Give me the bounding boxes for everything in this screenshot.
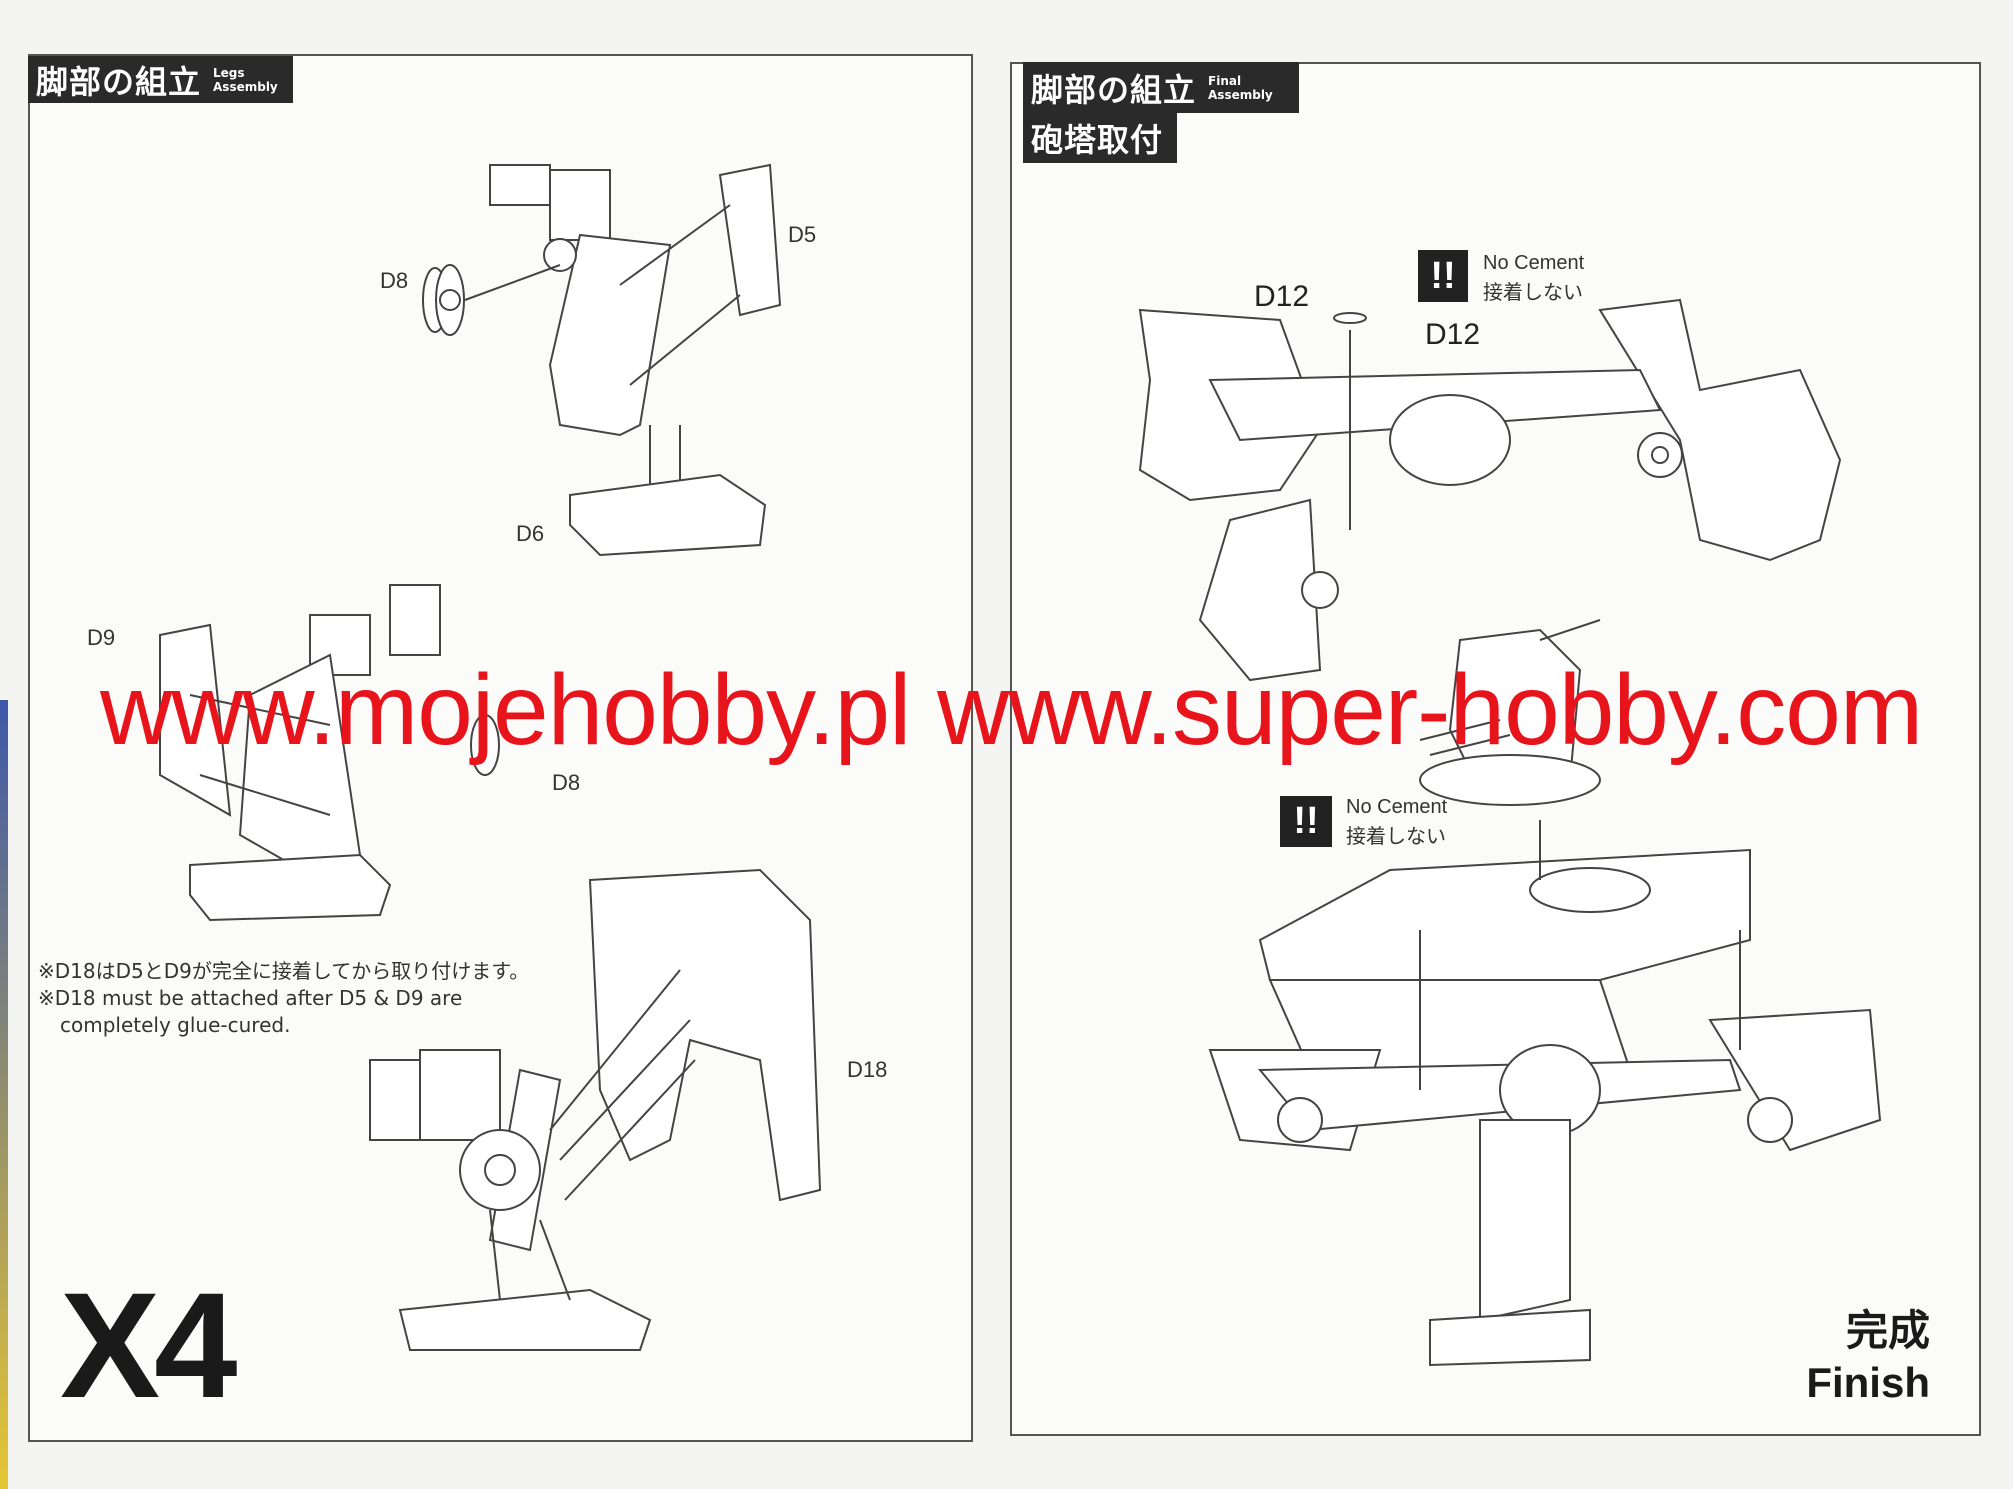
note-en: ※D18 must be attached after D5 & D9 are — [38, 986, 463, 1010]
leg-diagram-middle — [159, 584, 500, 922]
leg-diagram-top — [422, 163, 782, 557]
legs-frame-diagram — [1138, 298, 1842, 682]
part-label-d6: D6 — [516, 521, 545, 546]
title-en-line: Assembly — [213, 79, 278, 94]
no-cement-warning-icon: !! — [1280, 796, 1332, 847]
part-label-d18: D18 — [847, 1057, 888, 1082]
leg-diagram-bottom — [369, 868, 822, 1351]
note-en-cont: completely glue-cured. — [60, 1013, 291, 1037]
warning-en: No Cement — [1346, 796, 1448, 818]
warning-en: No Cement — [1483, 252, 1585, 274]
note-jp: ※D18はD5とD9が完全に接着してから取り付けます。 — [38, 959, 530, 983]
quantity-label: X4 — [60, 1261, 238, 1429]
title-en-line: Assembly — [1208, 87, 1273, 102]
watermark: www.mojehobby.pl www.super-hobby.com — [100, 654, 1923, 766]
part-label-d8: D8 — [380, 268, 409, 293]
part-label-d12: D12 — [1425, 318, 1481, 351]
finish-jp: 完成 — [1845, 1306, 1930, 1355]
binding-strip — [0, 700, 8, 1489]
warning-jp: 接着しない — [1483, 282, 1583, 304]
title-jp: 脚部の組立 — [36, 62, 202, 101]
finish-en: Finish — [1806, 1359, 1930, 1406]
assembly-note: ※D18はD5とD9が完全に接着してから取り付けます。 ※D18 must be… — [38, 958, 529, 1039]
no-cement-warning: No Cement 接着しない — [1483, 248, 1584, 308]
right-page-subtitle: 砲塔取付 — [1023, 113, 1177, 163]
part-label-d12: D12 — [1254, 280, 1310, 313]
part-label-d8: D8 — [552, 770, 581, 795]
title-en-line: Legs — [213, 65, 245, 80]
part-label-d5: D5 — [788, 222, 817, 247]
title-jp: 脚部の組立 — [1031, 70, 1197, 109]
no-cement-warning-icon: !! — [1418, 250, 1468, 302]
turret-diagram — [1419, 619, 1601, 806]
warning-jp: 接着しない — [1346, 826, 1446, 848]
part-label-d9: D9 — [87, 625, 116, 650]
subtitle-jp: 砲塔取付 — [1031, 121, 1164, 159]
finish-label: 完成 Finish — [1800, 1305, 1930, 1409]
title-en-line: Final — [1208, 73, 1242, 88]
no-cement-warning: No Cement 接着しない — [1346, 792, 1447, 852]
final-assembly-diagram — [1208, 820, 1882, 1367]
